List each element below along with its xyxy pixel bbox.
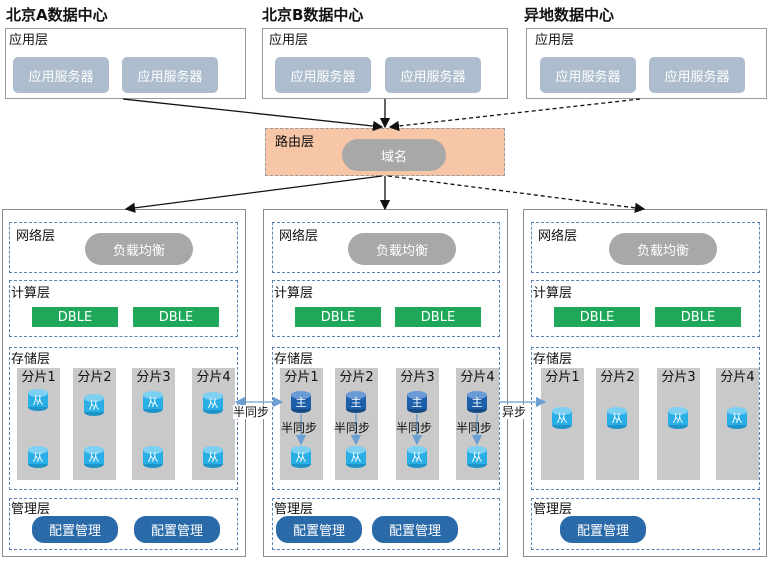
dc-remote-title: 异地数据中心 bbox=[524, 6, 615, 24]
db-slave-icon: 从 bbox=[203, 392, 223, 418]
app-layer-label: 应用层 bbox=[535, 33, 575, 48]
compute-layer-a: 计算层 DBLE DBLE bbox=[9, 280, 238, 337]
shard-label-4: 分片4 bbox=[196, 370, 231, 385]
compute-layer-label: 计算层 bbox=[533, 286, 573, 301]
app-layer-label: 应用层 bbox=[9, 33, 49, 48]
async-label: 异步 bbox=[502, 405, 527, 419]
shard-label-2: 分片2 bbox=[600, 370, 635, 385]
management-layer-label: 管理层 bbox=[274, 502, 314, 517]
network-layer-a: 网络层 负载均衡 bbox=[9, 222, 238, 273]
shard-label-1: 分片1 bbox=[21, 370, 56, 385]
app-server: 应用服务器 bbox=[122, 57, 218, 93]
db-master-icon: 主 bbox=[407, 391, 427, 417]
compute-layer-b: 计算层 DBLE DBLE bbox=[272, 280, 500, 337]
app-layer-b: 应用层 应用服务器 应用服务器 bbox=[262, 28, 508, 99]
compute-layer-label: 计算层 bbox=[11, 286, 51, 301]
db-slave-icon: 从 bbox=[84, 446, 104, 472]
db-slave-icon: 从 bbox=[291, 446, 311, 472]
route-layer-label: 路由层 bbox=[275, 135, 315, 150]
app-layer-label: 应用层 bbox=[269, 33, 309, 48]
dble-node: DBLE bbox=[133, 307, 219, 327]
dc-a-title: 北京A数据中心 bbox=[6, 6, 108, 24]
db-slave-icon: 从 bbox=[607, 407, 627, 433]
db-slave-icon: 从 bbox=[203, 446, 223, 472]
db-slave-icon: 从 bbox=[727, 407, 747, 433]
app-layer-remote: 应用层 应用服务器 应用服务器 bbox=[526, 28, 767, 99]
db-slave-icon: 从 bbox=[84, 394, 104, 420]
semi-sync-label: 半同步 bbox=[396, 421, 433, 435]
management-layer-remote: 管理层 配置管理 bbox=[531, 498, 760, 550]
db-slave-icon: 从 bbox=[28, 446, 48, 472]
app-layer-a: 应用层 应用服务器 应用服务器 bbox=[5, 28, 246, 99]
storage-layer-label: 存储层 bbox=[533, 352, 573, 367]
management-layer-b: 管理层 配置管理 配置管理 bbox=[272, 498, 500, 550]
config-mgmt: 配置管理 bbox=[560, 516, 646, 543]
dble-node: DBLE bbox=[655, 307, 741, 327]
app-server: 应用服务器 bbox=[13, 57, 109, 93]
storage-layer-remote: 存储层 bbox=[531, 347, 760, 490]
shard-label-4: 分片4 bbox=[720, 370, 755, 385]
management-layer-a: 管理层 配置管理 配置管理 bbox=[9, 498, 238, 550]
db-slave-icon: 从 bbox=[552, 407, 572, 433]
shard-label-4: 分片4 bbox=[460, 370, 495, 385]
shard-label-1: 分片1 bbox=[545, 370, 580, 385]
network-layer-label: 网络层 bbox=[279, 229, 319, 244]
compute-layer-label: 计算层 bbox=[274, 286, 314, 301]
shard-label-3: 分片3 bbox=[400, 370, 435, 385]
storage-layer-label: 存储层 bbox=[11, 352, 51, 367]
network-layer-b: 网络层 负载均衡 bbox=[272, 222, 500, 273]
management-layer-label: 管理层 bbox=[533, 502, 573, 517]
compute-layer-remote: 计算层 DBLE DBLE bbox=[531, 280, 760, 337]
load-balancer: 负载均衡 bbox=[609, 233, 717, 265]
arrow-remote-to-route bbox=[388, 98, 641, 132]
dble-node: DBLE bbox=[295, 307, 381, 327]
app-server: 应用服务器 bbox=[649, 57, 745, 93]
db-master-icon: 主 bbox=[346, 391, 366, 417]
db-slave-icon: 从 bbox=[143, 446, 163, 472]
db-slave-icon: 从 bbox=[467, 446, 487, 472]
db-slave-icon: 从 bbox=[28, 389, 48, 415]
network-layer-label: 网络层 bbox=[538, 229, 578, 244]
db-master-icon: 主 bbox=[291, 391, 311, 417]
arrow-a-to-route bbox=[122, 98, 384, 132]
arrow-route-to-a bbox=[124, 175, 383, 213]
db-slave-icon: 从 bbox=[668, 407, 688, 433]
arrow-route-to-remote bbox=[387, 175, 646, 213]
load-balancer: 负载均衡 bbox=[85, 233, 193, 265]
shard-label-3: 分片3 bbox=[136, 370, 171, 385]
storage-layer-label: 存储层 bbox=[274, 352, 314, 367]
management-layer-label: 管理层 bbox=[11, 502, 51, 517]
app-server: 应用服务器 bbox=[540, 57, 636, 93]
db-slave-icon: 从 bbox=[143, 391, 163, 417]
dble-node: DBLE bbox=[554, 307, 640, 327]
network-layer-remote: 网络层 负载均衡 bbox=[531, 222, 760, 273]
semi-sync-label-a-b: 半同步 bbox=[233, 405, 270, 419]
semi-sync-label: 半同步 bbox=[334, 421, 371, 435]
network-layer-label: 网络层 bbox=[16, 229, 56, 244]
shard-label-2: 分片2 bbox=[77, 370, 112, 385]
dble-node: DBLE bbox=[395, 307, 481, 327]
shard-label-3: 分片3 bbox=[661, 370, 696, 385]
load-balancer: 负载均衡 bbox=[348, 233, 456, 265]
shard-label-2: 分片2 bbox=[339, 370, 374, 385]
app-server: 应用服务器 bbox=[275, 57, 371, 93]
app-server: 应用服务器 bbox=[385, 57, 481, 93]
dble-node: DBLE bbox=[32, 307, 118, 327]
storage-layer-b: 存储层 bbox=[272, 347, 500, 490]
semi-sync-label: 半同步 bbox=[456, 421, 493, 435]
config-mgmt: 配置管理 bbox=[276, 516, 362, 543]
db-master-icon: 主 bbox=[467, 391, 487, 417]
db-slave-icon: 从 bbox=[407, 446, 427, 472]
shard-label-1: 分片1 bbox=[284, 370, 319, 385]
config-mgmt: 配置管理 bbox=[372, 516, 458, 543]
domain-pill: 域名 bbox=[342, 139, 446, 171]
route-layer: 路由层 域名 bbox=[265, 128, 505, 176]
config-mgmt: 配置管理 bbox=[32, 516, 118, 543]
dc-b-title: 北京B数据中心 bbox=[262, 6, 364, 24]
db-slave-icon: 从 bbox=[346, 446, 366, 472]
config-mgmt: 配置管理 bbox=[134, 516, 220, 543]
semi-sync-label: 半同步 bbox=[281, 421, 318, 435]
